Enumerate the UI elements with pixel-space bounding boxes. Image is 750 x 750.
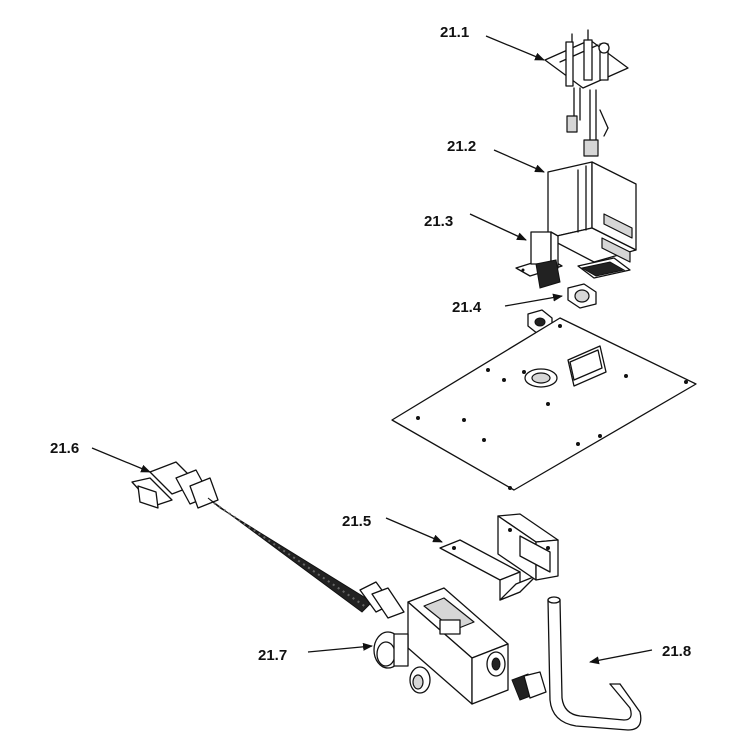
callout-21-8: 21.8 (662, 643, 691, 660)
compression-nut (567, 283, 597, 309)
leader-arrows (91, 35, 653, 665)
outlet-fitting (511, 671, 547, 701)
part-21-7-gas-valve (373, 587, 547, 705)
arrow-21-6 (91, 447, 151, 473)
part-21-8-pilot-tube (547, 596, 642, 731)
control-knob (373, 631, 409, 669)
arrow-21-4 (504, 293, 563, 307)
pressure-regulator (409, 666, 431, 694)
part-21-1-pilot-assembly (544, 29, 629, 157)
part-21-5-valve-bracket (439, 513, 559, 601)
base-plate (391, 317, 697, 491)
arrow-21-5 (385, 517, 443, 543)
part-21-3-clip-bracket (515, 231, 631, 289)
callout-21-7: 21.7 (258, 647, 287, 664)
callout-21-5: 21.5 (342, 513, 371, 530)
arrow-21-1 (485, 35, 545, 61)
callout-21-3: 21.3 (424, 213, 453, 230)
ball-valve-handle (131, 477, 173, 509)
callout-21-1: 21.1 (440, 24, 469, 41)
part-21-6-flex-hose-ball-valve (131, 461, 405, 619)
callout-21-6: 21.6 (50, 440, 79, 457)
callout-21-2: 21.2 (447, 138, 476, 155)
part-21-2-pilot-bracket (547, 161, 637, 263)
callout-labels: 21.1 21.2 21.3 21.4 21.5 21.6 21.7 21.8 (50, 24, 691, 664)
arrow-21-7 (307, 642, 373, 653)
arrow-21-3 (469, 213, 527, 241)
arrow-21-8 (589, 649, 653, 665)
callout-21-4: 21.4 (452, 299, 482, 316)
arrow-21-2 (493, 149, 545, 173)
